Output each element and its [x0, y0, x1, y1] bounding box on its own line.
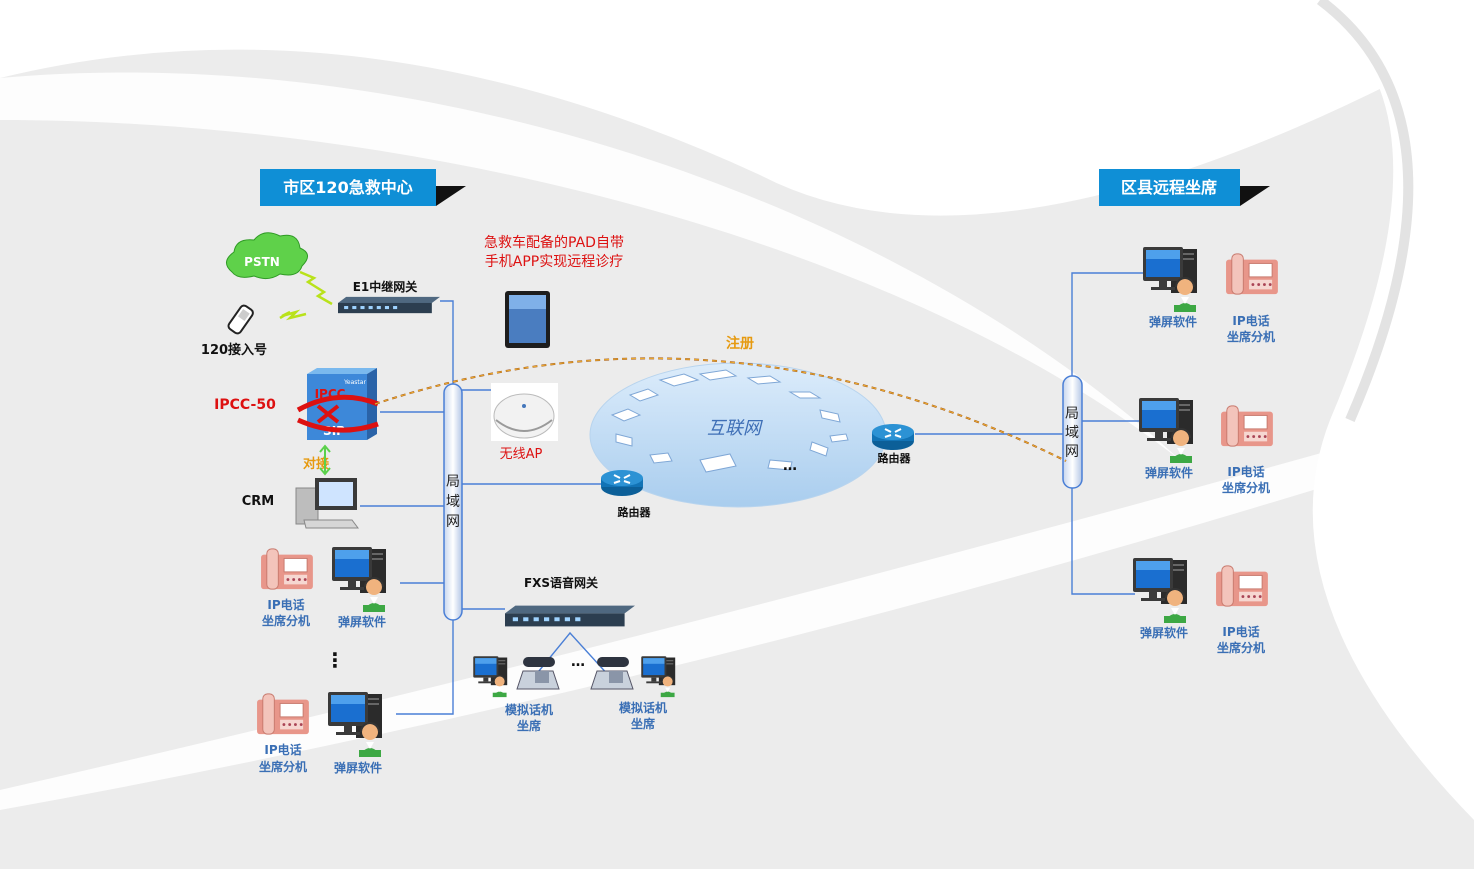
right-title-banner: 区县远程坐席: [1099, 169, 1270, 206]
analog-phone-icon: [516, 656, 560, 690]
ip-phone-icon: [256, 693, 310, 735]
ip-phone-label-line1: IP电话: [1232, 313, 1269, 328]
left-agent-1: IP电话 坐席分机 弹屏软件: [260, 546, 387, 629]
right-lan-tube: 局 域 网: [1062, 375, 1083, 489]
right-lan-char-3: 网: [1065, 444, 1079, 460]
wireless-ap-label: 无线AP: [500, 447, 543, 462]
left-lan-char-2: 域: [446, 494, 460, 510]
right-agent-3: 弹屏软件 IP电话 坐席分机: [1132, 557, 1269, 655]
vertical-dots: ⋮: [325, 648, 345, 672]
ip-phone-label-line1: IP电话: [1227, 464, 1264, 479]
screen-popup-label: 弹屏软件: [1140, 625, 1188, 640]
right-agent-1: 弹屏软件 IP电话 坐席分机: [1142, 246, 1279, 344]
ip-phone-label-line2: 坐席分机: [1227, 329, 1275, 344]
ip-phone-label-line1: IP电话: [264, 742, 301, 757]
ip-phone-label-line2: 坐席分机: [1222, 480, 1270, 495]
tablet-icon: [505, 291, 550, 348]
ip-phone-icon: [1220, 405, 1274, 447]
left-lan-char-3: 网: [446, 514, 460, 530]
ip-phone-icon: [1215, 565, 1269, 607]
ipcc-label: IPCC-50: [214, 397, 276, 413]
ipcc-device: Yeastar IPCC SIP: [296, 368, 379, 440]
left-lan-tube: 局 域 网: [443, 383, 463, 621]
analog-dots: …: [571, 654, 585, 670]
analog-seat-2: 模拟话机 坐席: [590, 655, 676, 731]
pstn-cloud: PSTN: [226, 232, 308, 280]
pad-note-line1: 急救车配备的PAD自带: [484, 234, 624, 251]
access-number-label: 120接入号: [201, 342, 267, 358]
ip-phone-icon: [1225, 253, 1279, 295]
e1-gateway-label: E1中继网关: [353, 279, 418, 294]
ipcc-brand: Yeastar: [343, 379, 366, 386]
ip-phone-icon: [260, 548, 314, 590]
connections: [360, 272, 1143, 715]
docking-label: 对接: [303, 456, 329, 472]
analog-seat-label-line1: 模拟话机: [619, 700, 667, 715]
left-router-label: 路由器: [618, 505, 652, 519]
screen-popup-label: 弹屏软件: [1145, 465, 1193, 480]
internet-dots: …: [783, 458, 797, 474]
left-section-title: 市区120急救中心: [283, 178, 412, 197]
crm-label: CRM: [242, 494, 275, 509]
ip-phone-label-line1: IP电话: [267, 597, 304, 612]
right-section-title: 区县远程坐席: [1121, 178, 1217, 197]
left-agent-2: IP电话 坐席分机 弹屏软件: [256, 691, 383, 775]
right-lan-char-1: 局: [1065, 406, 1079, 422]
right-router-icon: [871, 423, 915, 451]
ip-phone-label-line2: 坐席分机: [1217, 640, 1265, 655]
register-label: 注册: [726, 335, 754, 352]
fxs-gateway-label: FXS语音网关: [524, 575, 598, 590]
screen-popup-label: 弹屏软件: [338, 614, 386, 629]
right-lan-char-2: 域: [1065, 425, 1079, 441]
ip-phone-label-line1: IP电话: [1222, 624, 1259, 639]
pad-note-line2: 手机APP实现远程诊疗: [485, 254, 623, 270]
left-title-banner: 市区120急救中心: [260, 169, 466, 206]
fxs-gateway-icon: [505, 605, 635, 627]
analog-seat-label-line1: 模拟话机: [505, 702, 553, 717]
e1-gateway-icon: [338, 296, 440, 314]
ip-phone-label-line2: 坐席分机: [262, 613, 310, 628]
internet-cloud: 互联网 …: [589, 362, 887, 508]
pstn-lightning-icon: [299, 270, 333, 306]
analog-seat-label-line2: 坐席: [517, 718, 541, 733]
analog-phone-icon: [590, 656, 634, 690]
mobile-phone-icon: [227, 304, 254, 335]
analog-seat-1: 模拟话机 坐席: [472, 655, 560, 733]
internet-label: 互联网: [707, 418, 763, 439]
docking-arrow-icon: [319, 444, 331, 476]
crm-computer-icon: [295, 478, 359, 529]
left-router-icon: [600, 469, 644, 497]
right-agent-2: 弹屏软件 IP电话 坐席分机: [1138, 397, 1274, 495]
right-router-label: 路由器: [878, 451, 912, 465]
ip-phone-label-line2: 坐席分机: [259, 759, 307, 774]
analog-seat-label-line2: 坐席: [631, 716, 655, 731]
screen-popup-label: 弹屏软件: [1149, 314, 1197, 329]
screen-popup-label: 弹屏软件: [334, 760, 382, 775]
wireless-ap-icon: [491, 383, 558, 441]
pstn-label: PSTN: [244, 255, 280, 269]
left-lan-char-1: 局: [446, 474, 460, 490]
register-curve-highlight: [374, 357, 1067, 462]
mobile-lightning-icon: [279, 309, 307, 321]
